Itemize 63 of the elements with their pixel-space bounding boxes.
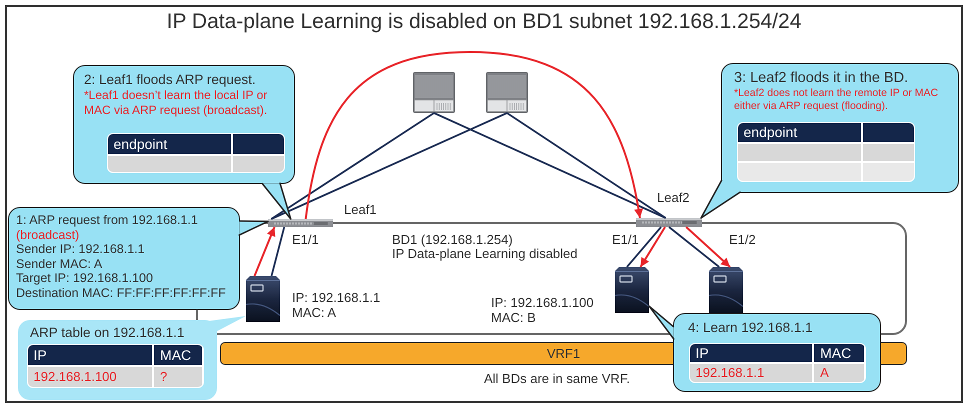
domain-label: BD1 (192.168.1.254) — [392, 232, 513, 247]
callout-text: 2: Leaf1 floods ARP request. — [84, 72, 256, 88]
callout-text: (broadcast) — [16, 228, 80, 242]
port-label: E1/1 — [291, 232, 320, 247]
link-line — [270, 112, 508, 220]
link-line — [506, 112, 666, 219]
arrow — [304, 51, 643, 220]
callout-tooltip — [73, 65, 295, 184]
header-cell: endpoint — [108, 134, 232, 154]
link-line — [270, 226, 286, 276]
port-label: E1/2 — [728, 232, 757, 247]
callout-text: 3: Leaf2 floods it in the BD. — [734, 70, 908, 87]
callout-text: 1: ARP request from 192.168.1.1 — [16, 213, 198, 228]
callout-text: ARP table on 192.168.1.1 — [30, 325, 184, 341]
callout-text: Target IP: 192.168.1.100 — [16, 271, 153, 286]
vrf-label: VRF1 — [546, 346, 580, 361]
server-icon — [709, 267, 743, 313]
switch-label: Leaf2 — [657, 190, 690, 205]
callout-tooltip — [673, 313, 881, 392]
table — [736, 122, 914, 182]
table-cell: A — [814, 364, 864, 382]
link-line — [434, 112, 666, 219]
callout-text: Destination MAC: FF:FF:FF:FF:FF:FF — [16, 286, 226, 301]
header-cell: MAC — [154, 344, 202, 366]
title: IP Data-plane Learning is disabled on BD1 subnet 192.168.1.254/24 — [166, 10, 802, 34]
link-line — [626, 226, 662, 268]
link-line — [270, 112, 434, 220]
callout-tooltip — [8, 207, 240, 310]
header-cell: IP — [28, 344, 152, 366]
note: All BDs are in same VRF. — [484, 371, 630, 386]
address-label: IP: 192.168.1.1 — [292, 290, 380, 305]
callout-text: *Leaf2 does not learn the remote IP or MAC either via ARP request (flooding). — [734, 87, 940, 112]
table-cell: 192.168.1.1 — [690, 364, 812, 382]
chassis-switch-icon — [413, 72, 455, 113]
address-label: MAC: B — [491, 310, 536, 325]
table — [688, 342, 866, 382]
table-cell: 192.168.1.100 — [28, 367, 152, 386]
address-label: IP: 192.168.1.100 — [491, 295, 594, 310]
switch-icon — [268, 219, 333, 227]
switch-icon — [636, 218, 702, 227]
server-icon — [246, 276, 280, 322]
callout-text: *Leaf1 doesn’t learn the local IP or MAC via ARP request (broadcast). — [84, 88, 268, 117]
callout-text: Sender MAC: A — [16, 256, 102, 272]
arrow — [254, 226, 276, 276]
arrow — [640, 226, 666, 268]
callout-text: Sender IP: 192.168.1.1 — [16, 242, 145, 257]
port-label: E1/1 — [611, 232, 640, 247]
switch-label: Leaf1 — [344, 202, 377, 217]
arrow — [685, 226, 731, 268]
header-cell: IP — [690, 344, 812, 362]
chassis-switch-icon — [486, 72, 528, 113]
address-label: MAC: A — [292, 305, 336, 320]
table-cell: ? — [154, 367, 202, 386]
link-line — [668, 226, 720, 268]
server-icon — [615, 267, 649, 313]
callout-tooltip — [721, 63, 959, 193]
table — [26, 344, 204, 388]
header-cell: MAC — [814, 344, 864, 362]
callout-tooltip — [18, 320, 217, 400]
domain-label: IP Data-plane Learning disabled — [392, 246, 578, 261]
header-cell: endpoint — [738, 122, 862, 142]
callout-text: 4: Learn 192.168.1.1 — [688, 320, 813, 336]
table — [106, 132, 284, 172]
